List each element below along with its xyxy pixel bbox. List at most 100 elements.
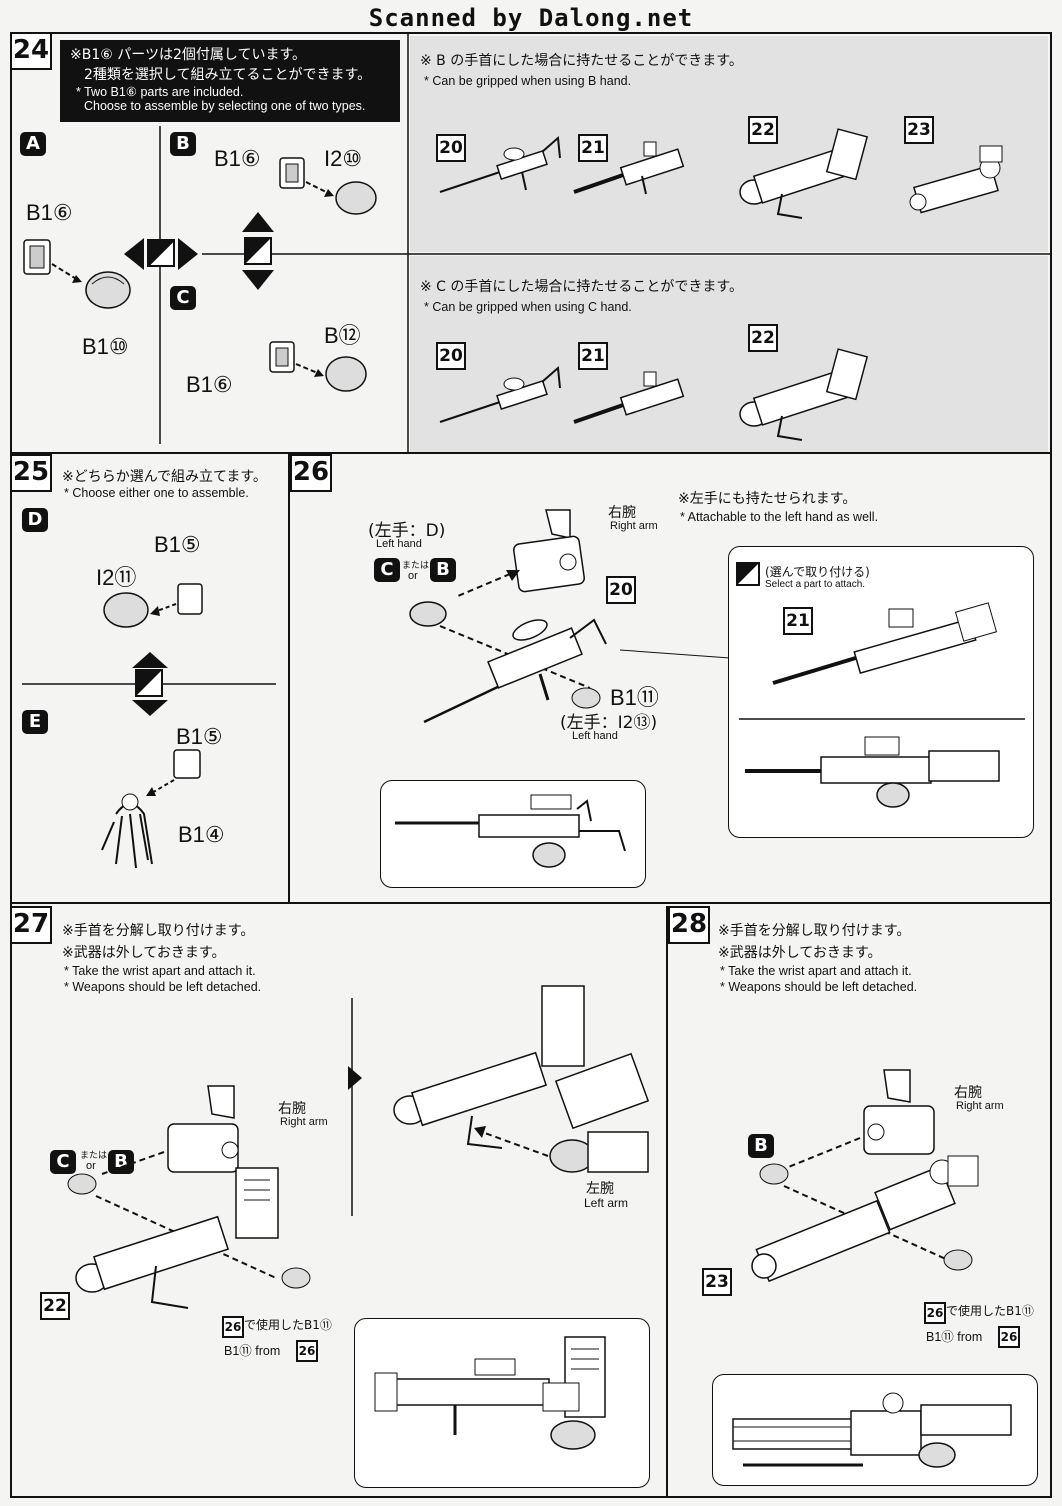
weapon-22-c: 22: [748, 324, 778, 352]
step24-part-sketches: [23, 157, 377, 392]
note-en: * Choose either one to assemble.: [64, 486, 249, 500]
grip-c-weapon-sketches: [439, 348, 869, 441]
from-en: B1⑪ from: [926, 1330, 983, 1344]
note-jp: ※どちらか選んで組み立てます。: [62, 469, 267, 485]
label-a: A: [20, 132, 46, 156]
from-ref: 26: [924, 1302, 946, 1324]
step28-preview-callout: [712, 1374, 1038, 1486]
choose-icon: [736, 562, 760, 586]
b-part-2: I2⑩: [324, 146, 363, 171]
label-c: C: [170, 286, 196, 310]
from-jp: で使用したB1⑪: [244, 1318, 332, 1332]
step-number: 25: [10, 454, 52, 492]
note-en-2: * Weapons should be left detached.: [720, 980, 918, 994]
rifle-preview-icon: [395, 794, 626, 868]
grip-b-jp: ※ B の手首にした場合に持たせることができます。: [420, 53, 743, 69]
grip-b-area: [410, 36, 1048, 252]
left-hand-en: Left hand: [376, 538, 422, 550]
b1-11: B1⑪: [610, 685, 659, 710]
step-27-panel: 27 ※手首を分解し取り付けます。 ※武器は外しておきます。 * Take th…: [10, 906, 668, 1498]
left-arm-en: Left arm: [584, 1196, 629, 1210]
weapon-20: 20: [606, 576, 636, 604]
weapon-20-c: 20: [436, 342, 466, 370]
right-arm-jp: 右腕: [954, 1085, 982, 1101]
right-arm-jp: 右腕: [278, 1101, 306, 1117]
or-jp: または: [402, 560, 430, 570]
notice-en-1: * Two B1⑥ parts are included.: [76, 85, 244, 99]
step28-sketches: [751, 1069, 979, 1283]
e-part-1: B1⑤: [176, 724, 223, 749]
weapon-21: 21: [783, 607, 813, 635]
d-part-1: B1⑤: [154, 532, 201, 557]
label-e: E: [22, 710, 48, 734]
instruction-sheet: 24 ※B1⑥ パーツは2個付属しています。 2種類を選択して組み立てることがで…: [10, 32, 1052, 1498]
note-en-2: * Weapons should be left detached.: [64, 980, 262, 994]
grip-c-en: * Can be gripped when using C hand.: [424, 300, 632, 314]
a-part-2: B1⑩: [82, 334, 129, 359]
e-part-2: B1④: [178, 822, 225, 847]
b-label: B: [748, 1134, 774, 1158]
notice-jp-2: 2種類を選択して組み立てることができます。: [84, 67, 372, 83]
c-label: C: [374, 558, 400, 582]
step24-dividers: [159, 34, 1050, 454]
step-number: 24: [10, 32, 52, 70]
d-part-2: I2⑪: [96, 565, 137, 590]
watermark: Scanned by Dalong.net: [368, 4, 694, 32]
grip-c-jp: ※ C の手首にした場合に持たせることができます。: [420, 279, 744, 295]
right-arm-jp: 右腕: [608, 505, 636, 521]
c-part-2: B⑫: [324, 323, 361, 348]
weapon-22: 22: [748, 116, 778, 144]
step27-sketches: [67, 985, 650, 1309]
note-jp-2: ※武器は外しておきます。: [718, 945, 882, 961]
gatling-preview-icon: [732, 1392, 1012, 1468]
note-en-1: * Take the wrist apart and attach it.: [64, 964, 256, 978]
step-24-panel: 24 ※B1⑥ パーツは2個付属しています。 2種類を選択して組み立てることがで…: [10, 32, 1050, 454]
or-en: or: [86, 1160, 96, 1172]
step25-sketches: [22, 583, 276, 869]
right-arm-en: Right arm: [610, 520, 658, 532]
notice-jp-1: ※B1⑥ パーツは2個付属しています。: [70, 47, 307, 63]
label-b: B: [170, 132, 196, 156]
b-label: B: [430, 558, 456, 582]
step-number: 26: [290, 454, 332, 492]
right-arm-en: Right arm: [956, 1100, 1004, 1112]
step-number: 28: [668, 906, 710, 944]
left-hand2-jp: (左手：I2⑬): [560, 713, 658, 733]
from-ref: 26: [222, 1316, 244, 1338]
step-26-panel: 26 (左手：D) Left hand C または or B 右腕 Right …: [290, 454, 1050, 904]
note-jp-2: ※武器は外しておきます。: [62, 945, 226, 961]
weapon-20: 20: [436, 134, 466, 162]
weapon-23: 23: [702, 1268, 732, 1296]
step26-select-callout: (選んで取り付ける) Select a part to attach. 21: [728, 546, 1034, 838]
grip-b-weapon-sketches: [439, 128, 1003, 219]
step-28-panel: 28 ※手首を分解し取り付けます。 ※武器は外しておきます。 * Take th…: [668, 906, 1050, 1498]
left-arm-jp: 左腕: [586, 1181, 614, 1197]
note-en-1: * Take the wrist apart and attach it.: [720, 964, 912, 978]
step27-preview-callout: [354, 1318, 650, 1488]
bazooka-preview-icon: [374, 1336, 606, 1450]
weapon-22: 22: [40, 1292, 70, 1320]
weapon-21: 21: [578, 134, 608, 162]
b-part-1: B1⑥: [214, 146, 261, 171]
grip-b-en: * Can be gripped when using B hand.: [424, 74, 632, 88]
select-en: Select a part to attach.: [765, 579, 866, 590]
or-jp: または: [80, 1150, 108, 1160]
note-jp-1: ※手首を分解し取り付けます。: [718, 923, 911, 939]
from-en: B1⑪ from: [224, 1344, 281, 1358]
step-25-panel: 25 ※どちらか選んで組み立てます。 * Choose either one t…: [10, 454, 290, 904]
step26-assembly-sketch: [409, 509, 731, 724]
from-jp: で使用したB1⑪: [946, 1304, 1034, 1318]
select-sketches: [739, 602, 1025, 808]
weapon-23: 23: [904, 116, 934, 144]
weapon-21-c: 21: [578, 342, 608, 370]
right-arm-en: Right arm: [280, 1116, 328, 1128]
step-number: 27: [10, 906, 52, 944]
from-ref-en: 26: [296, 1340, 318, 1362]
step26-preview-callout: [380, 780, 646, 888]
note-en: * Attachable to the left hand as well.: [680, 510, 879, 524]
left-hand-jp: (左手：D): [368, 521, 446, 541]
from-ref-en: 26: [998, 1326, 1020, 1348]
c-part-1: B1⑥: [186, 372, 233, 397]
label-d: D: [22, 508, 48, 532]
notice-en-2: Choose to assemble by selecting one of t…: [84, 99, 366, 113]
